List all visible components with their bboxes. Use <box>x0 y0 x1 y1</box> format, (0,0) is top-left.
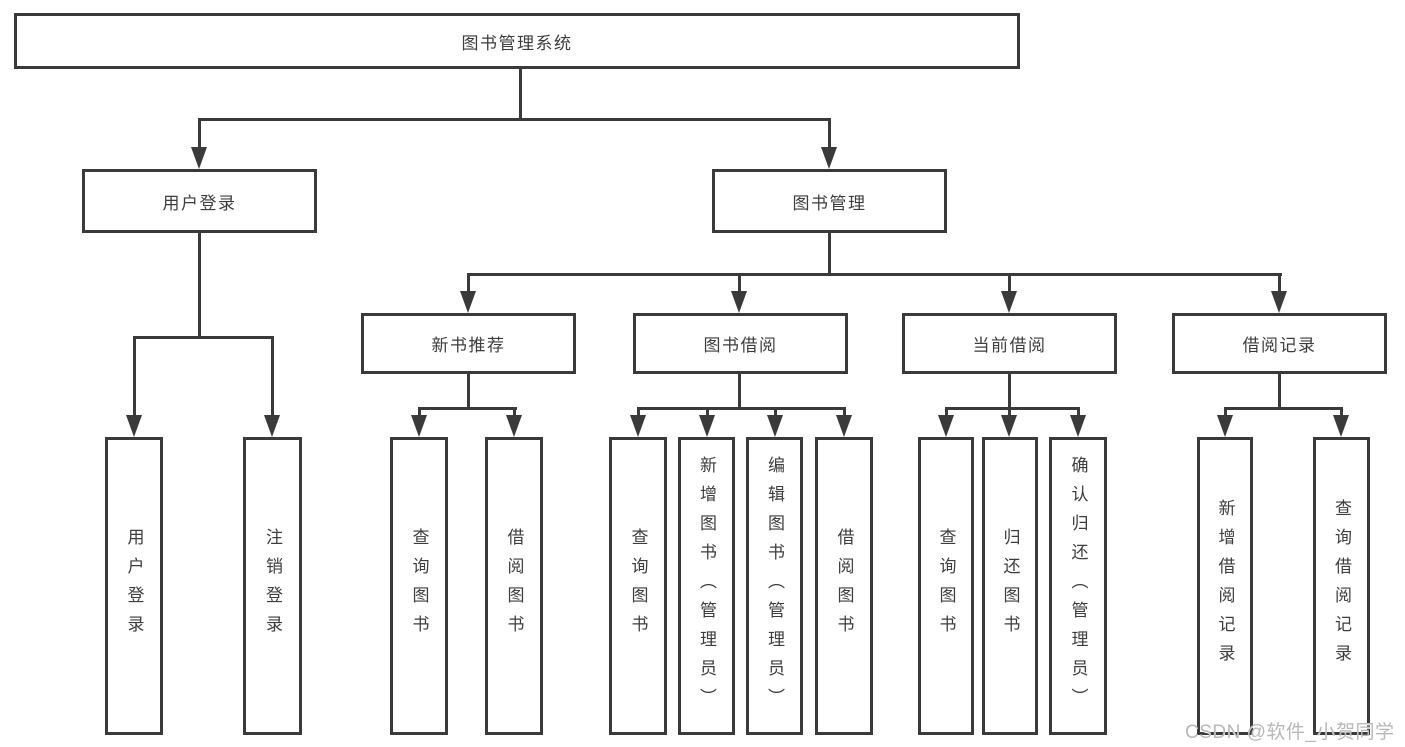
connector-drop <box>1077 407 1080 417</box>
arrow-down-icon <box>191 147 207 169</box>
leaf-user-login-label: 用户登录 <box>124 528 144 644</box>
connector-drop-new-book <box>467 273 470 293</box>
leaf-borrow-books: 借阅图书 <box>815 437 873 735</box>
arrow-down-icon <box>836 415 852 437</box>
leaf-current-query-books: 查询图书 <box>918 437 974 735</box>
node-borrow-records: 借阅记录 <box>1172 313 1387 374</box>
leaf-current-query-books-label: 查询图书 <box>936 528 956 644</box>
leaf-recommend-query-books: 查询图书 <box>390 437 448 735</box>
arrow-down-icon <box>1070 415 1086 437</box>
connector-drop-book-mgmt <box>828 118 831 148</box>
connector-drop-leaf-user-login <box>133 336 136 417</box>
arrow-down-icon <box>1271 291 1287 313</box>
leaf-add-borrow-record-label: 新增借阅记录 <box>1215 499 1235 673</box>
node-current-borrow-label: 当前借阅 <box>972 336 1047 355</box>
arrow-down-icon <box>767 415 783 437</box>
connector-book-borrow-split <box>637 407 846 410</box>
connector-drop <box>945 407 948 417</box>
connector-drop <box>418 407 421 417</box>
connector-drop <box>1340 407 1343 417</box>
arrow-down-icon <box>731 291 747 313</box>
node-user-login-label: 用户登录 <box>162 193 237 213</box>
leaf-add-books-admin-label: 新增图书（管理员） <box>697 455 716 717</box>
leaf-add-borrow-record: 新增借阅记录 <box>1197 437 1253 735</box>
csdn-watermark: CSDN @软件_小贺同学 <box>1185 722 1395 743</box>
connector-borrow-records-split <box>1224 407 1343 410</box>
arrow-down-icon <box>1001 291 1017 313</box>
connector-drop <box>774 407 777 417</box>
arrow-down-icon <box>126 415 142 437</box>
connector-root-split <box>198 118 831 121</box>
node-root-label: 图书管理系统 <box>461 33 573 53</box>
connector-drop-book-borrow <box>738 273 741 293</box>
leaf-edit-books-admin: 编辑图书（管理员） <box>746 437 803 735</box>
connector-drop <box>513 407 516 417</box>
connector-drop-user-login <box>198 118 201 148</box>
connector-book-borrow-trunk <box>738 373 741 410</box>
node-book-management-label: 图书管理 <box>792 193 867 213</box>
leaf-return-books: 归还图书 <box>982 437 1038 735</box>
leaf-borrow-books-label: 借阅图书 <box>834 528 854 644</box>
arrow-down-icon <box>1001 415 1017 437</box>
connector-drop-leaf-logout <box>271 336 274 417</box>
leaf-query-borrow-record: 查询借阅记录 <box>1313 437 1370 735</box>
arrow-down-icon <box>699 415 715 437</box>
arrow-down-icon <box>460 291 476 313</box>
connector-drop <box>1008 407 1011 417</box>
arrow-down-icon <box>411 415 427 437</box>
connector-user-login-split <box>133 336 274 339</box>
leaf-edit-books-admin-label: 编辑图书（管理员） <box>765 455 784 717</box>
leaf-confirm-return-admin-label: 确认归还（管理员） <box>1068 455 1088 717</box>
connector-drop-current-borrow <box>1008 273 1011 293</box>
arrow-down-icon <box>506 415 522 437</box>
connector-current-borrow-trunk <box>1008 373 1011 410</box>
node-borrow-records-label: 借阅记录 <box>1242 336 1317 355</box>
leaf-add-books-admin: 新增图书（管理员） <box>678 437 735 735</box>
node-current-borrow: 当前借阅 <box>902 313 1117 374</box>
connector-borrow-records-trunk <box>1278 373 1281 410</box>
arrow-down-icon <box>1217 415 1233 437</box>
leaf-borrow-query-books-label: 查询图书 <box>628 528 648 644</box>
connector-drop <box>1224 407 1227 417</box>
connector-new-book-split <box>418 407 517 410</box>
leaf-confirm-return-admin: 确认归还（管理员） <box>1049 437 1107 735</box>
connector-drop <box>843 407 846 417</box>
node-book-borrow: 图书借阅 <box>633 313 848 374</box>
node-new-book-recommend-label: 新书推荐 <box>431 336 506 355</box>
node-root: 图书管理系统 <box>14 13 1020 69</box>
leaf-borrow-query-books: 查询图书 <box>609 437 667 735</box>
connector-new-book-trunk <box>467 373 470 410</box>
leaf-recommend-query-books-label: 查询图书 <box>409 528 429 644</box>
node-new-book-recommend: 新书推荐 <box>361 313 576 374</box>
arrow-down-icon <box>264 415 280 437</box>
leaf-logout: 注销登录 <box>243 437 302 735</box>
leaf-return-books-label: 归还图书 <box>1000 528 1020 644</box>
node-book-borrow-label: 图书借阅 <box>703 336 778 355</box>
node-user-login: 用户登录 <box>82 169 317 233</box>
connector-drop <box>637 407 640 417</box>
arrow-down-icon <box>1333 415 1349 437</box>
connector-user-login-trunk <box>198 232 201 339</box>
connector-current-borrow-split <box>945 407 1080 410</box>
leaf-recommend-borrow-books-label: 借阅图书 <box>504 528 524 644</box>
connector-book-mgmt-split <box>467 273 1282 276</box>
arrow-down-icon <box>630 415 646 437</box>
connector-drop <box>706 407 709 417</box>
connector-book-mgmt-trunk <box>828 232 831 276</box>
arrow-down-icon <box>821 147 837 169</box>
leaf-user-login: 用户登录 <box>105 437 163 735</box>
leaf-logout-label: 注销登录 <box>263 528 282 644</box>
leaf-recommend-borrow-books: 借阅图书 <box>485 437 543 735</box>
node-book-management: 图书管理 <box>712 169 947 233</box>
leaf-query-borrow-record-label: 查询借阅记录 <box>1332 499 1351 673</box>
connector-drop-borrow-records <box>1278 273 1281 293</box>
connector-root-trunk <box>519 68 522 119</box>
arrow-down-icon <box>938 415 954 437</box>
